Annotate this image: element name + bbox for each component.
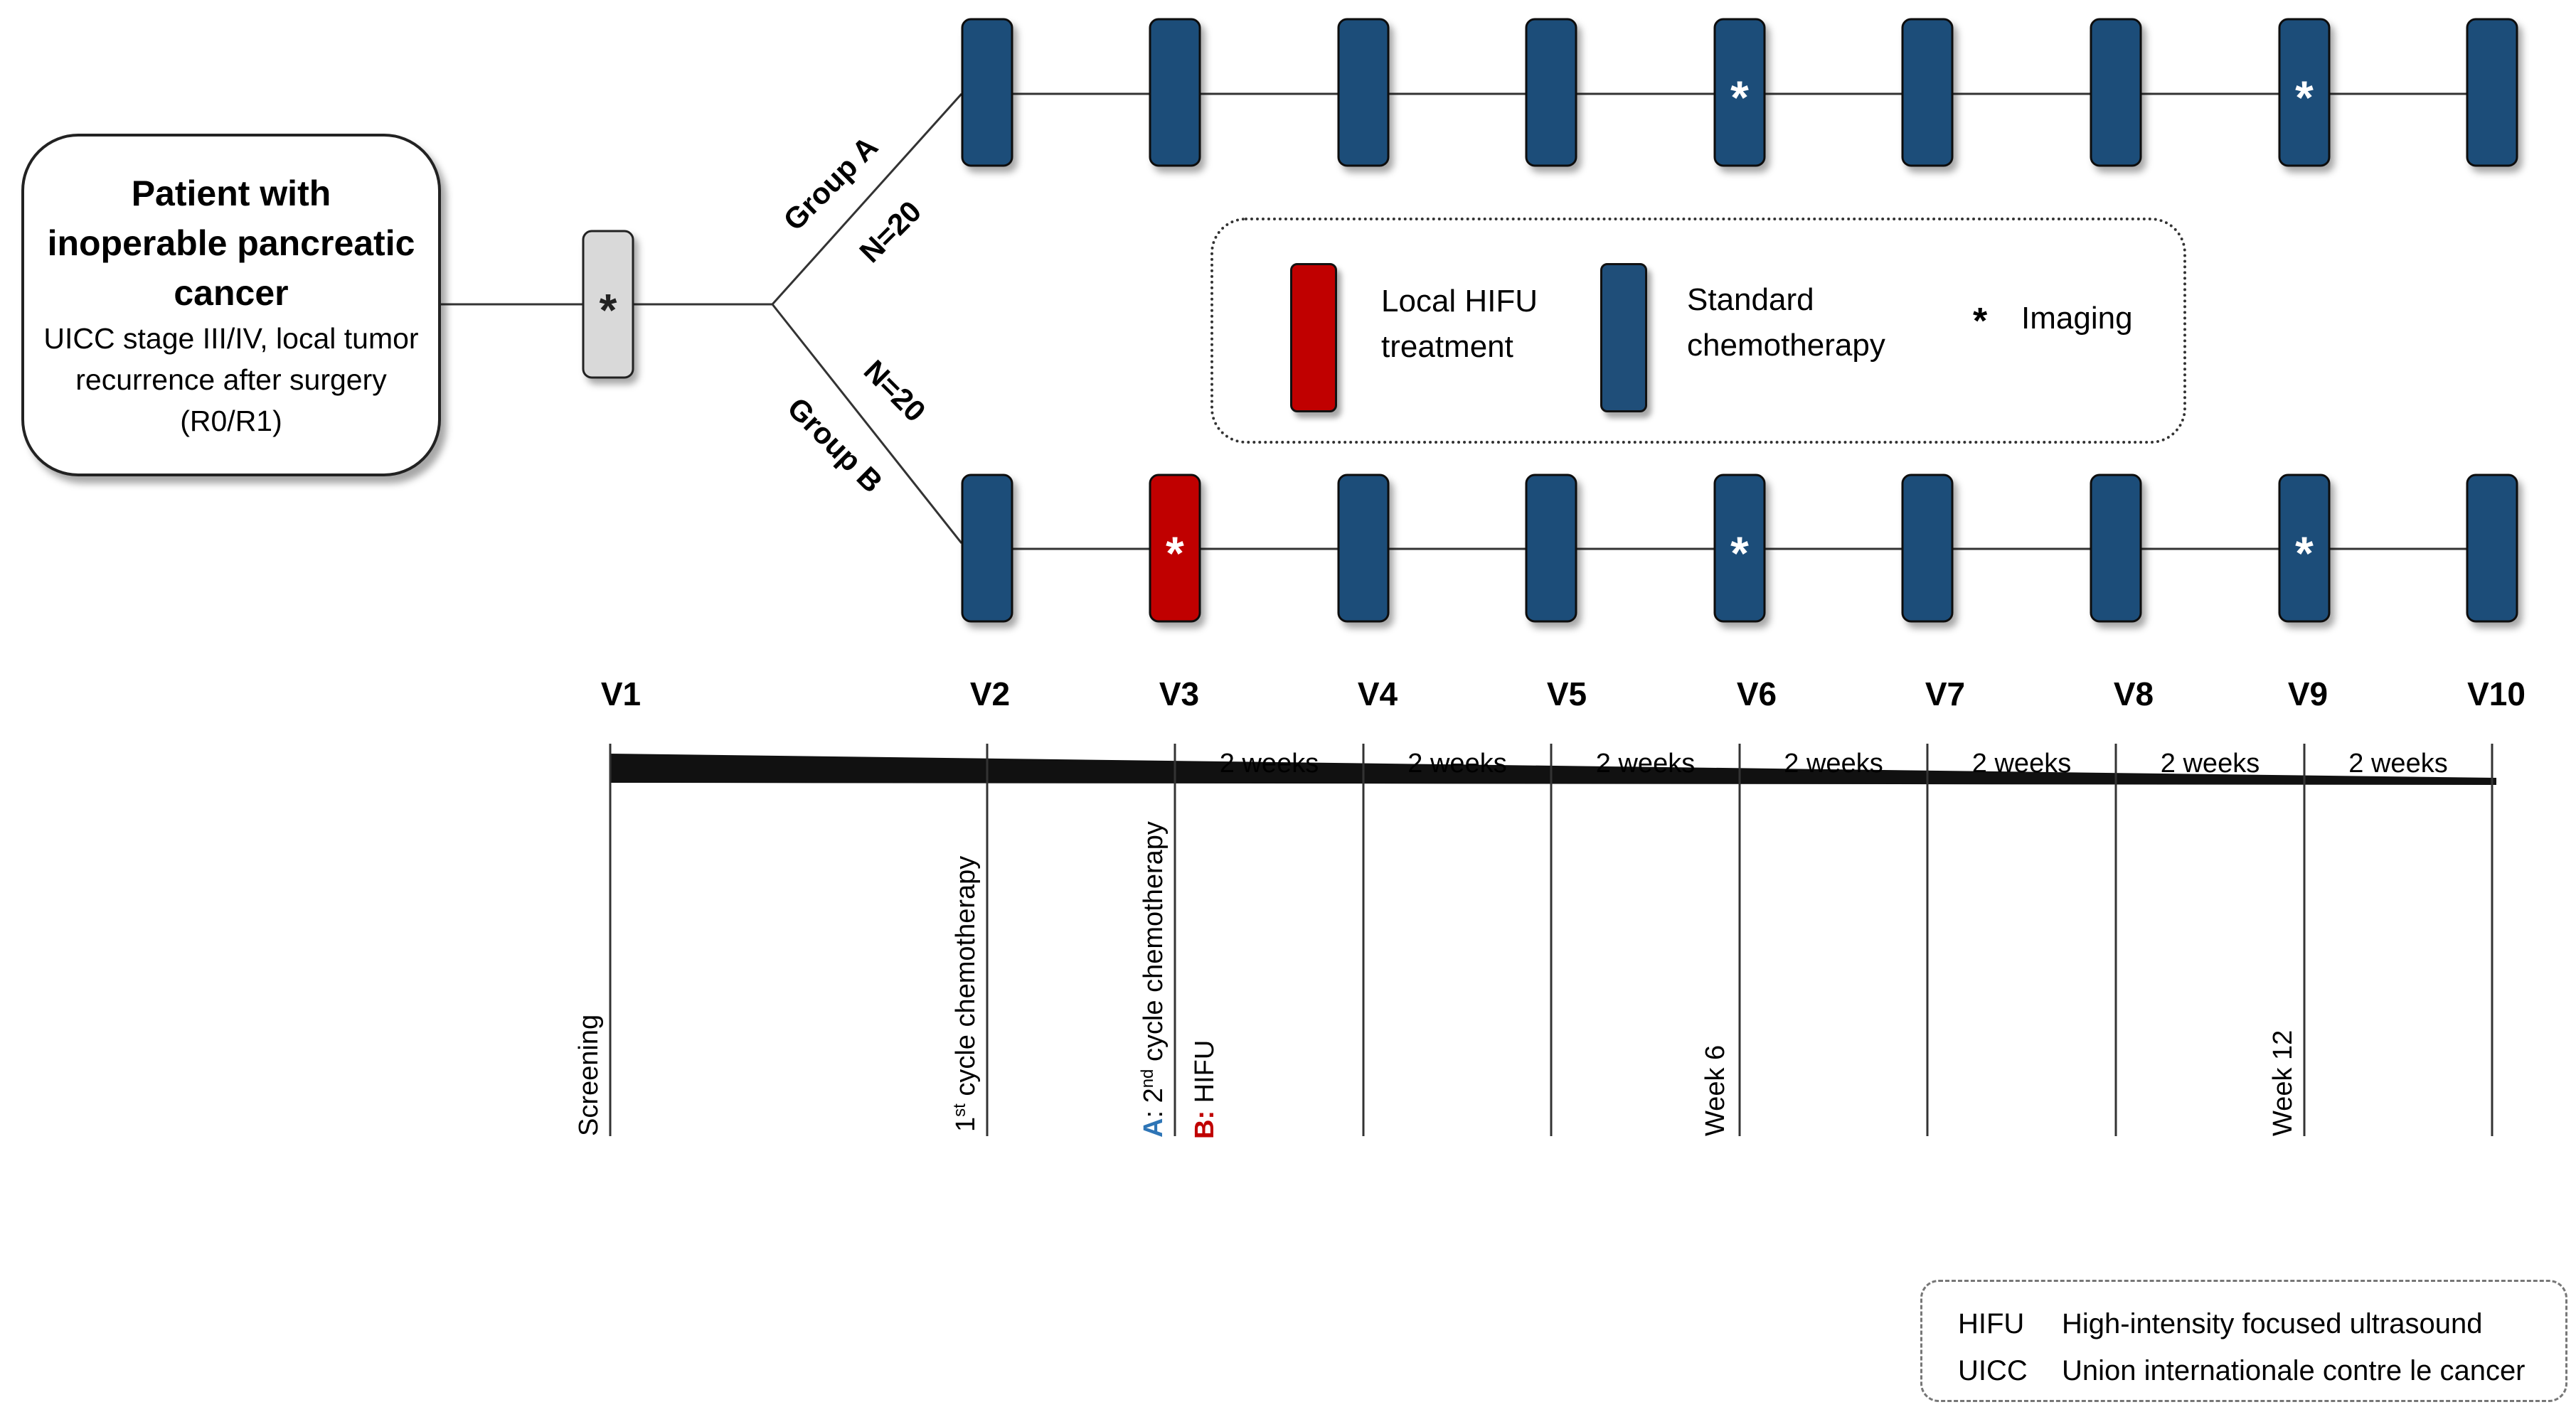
chemotherapy-box [1525,474,1577,623]
screening-imaging-mark: * [600,284,617,336]
imaging-mark: * [1730,527,1749,579]
chemotherapy-box [1337,18,1390,167]
abbreviation-term: UICC [1958,1355,2028,1386]
group-b-visit-box [1525,474,1577,623]
legend-chemo-swatch [1600,263,1647,412]
abbreviation-definition: High-intensity focused ultrasound [2062,1308,2483,1339]
group-b-visit-box: * [2278,474,2331,623]
chemotherapy-box [2466,18,2518,167]
interval-labels: 2 weeks 2 weeks 2 weeks 2 weeks 2 weeks 2 wee… [1220,749,2448,779]
legend: Local HIFU treatment Standard chemothera… [1210,218,2186,444]
chemotherapy-box [2090,474,2142,623]
group-a-visit-box [961,18,1013,167]
interval-label: 2 weeks [1220,749,1319,779]
patient-box: Patient with inoperable pancreatic cance… [21,134,441,476]
group-a-letter: A [1139,1118,1169,1138]
legend-chemo-label: Standard chemotherapy [1687,282,1885,363]
group-b-visit-box [961,474,1013,623]
visit-label-v6: V6 [1737,675,1777,712]
chemotherapy-box [1713,18,1766,167]
group-b-visit-box [1337,474,1390,623]
group-b-visit-box [2466,474,2518,623]
interval-label: 2 weeks [1407,749,1506,779]
chemotherapy-box [2278,474,2331,623]
visit-label-v1: V1 [601,675,641,712]
group-a-visit-box [1525,18,1577,167]
group-a-visit-box [2090,18,2142,167]
week6-label: Week 6 [1701,1045,1730,1136]
abbreviation-term: HIFU [1958,1308,2025,1339]
cycle1-label: 1st cycle chemotherapy [950,856,981,1132]
visit-label-v3: V3 [1159,675,1199,712]
abbreviation-row: HIFU High-intensity focused ultrasound [1958,1306,2482,1342]
chemotherapy-box [1337,474,1390,623]
group-a-visit-box: * [1713,18,1766,167]
group-a-visit-box [1901,18,1954,167]
chemotherapy-box [2090,18,2142,167]
interval-label: 2 weeks [1596,749,1695,779]
chemotherapy-box [1901,18,1954,167]
group-b-label: Group B [781,391,889,499]
group-b-visit-box: * [1713,474,1766,623]
group-a-n-label: N=20 [853,194,927,269]
chemotherapy-box [1713,474,1766,623]
interval-label: 2 weeks [1784,749,1883,779]
imaging-mark: * [2295,71,2314,124]
chemotherapy-box [961,18,1013,167]
group-b-visit-box [1901,474,1954,623]
group-b-n-label: N=20 [858,353,932,428]
screening-box: * [582,230,634,379]
group-a-visit-box [2466,18,2518,167]
abbreviation-row: UICC Union internationale contre le cance… [1958,1353,2526,1389]
timeline-bar [610,754,2496,785]
chemotherapy-box [961,474,1013,623]
patient-box-title: Patient with inoperable pancreatic cance… [47,173,415,313]
visit-label-v5: V5 [1547,675,1587,712]
branch-line-group-a [771,92,963,306]
visit-label-v8: V8 [2114,675,2154,712]
week12-label: Week 12 [2268,1030,2298,1136]
abbreviations-box: HIFU High-intensity focused ultrasound UI… [1920,1280,2567,1402]
interval-label: 2 weeks [2161,749,2260,779]
group-a-visit-box [1149,18,1201,167]
visit-label-v7: V7 [1925,675,1965,712]
patient-box-subtitle: UICC stage III/IV, local tumor recurrenc… [43,322,419,437]
visit-label-v2: V2 [970,675,1010,712]
timeline-ticks [609,744,2493,1136]
legend-hifu-label: Local HIFU treatment [1381,284,1538,364]
group-b-visit-box [2090,474,2142,623]
group-b-visit-box: * [1149,474,1201,623]
branch-line-group-b [771,304,963,544]
group-b-letter: B: [1190,1111,1220,1139]
imaging-mark: * [1730,71,1749,124]
cycle2-label: A: 2nd cycle chemotherapy [1138,821,1169,1138]
legend-imaging-symbol: * [1973,301,1988,342]
screening-label: Screening [574,1015,604,1136]
group-a-label: Group A [777,129,884,237]
chemotherapy-box [1525,18,1577,167]
group-a-treatment-boxes: ** [961,18,2518,167]
group-a-visit-box: * [2278,18,2331,167]
legend-imaging-label: Imaging [2021,301,2133,336]
chemotherapy-box [2466,474,2518,623]
chemotherapy-box [1149,18,1201,167]
visit-labels: V1 V2 V3 V4 V5 V6 V7 V8 V9 V10 [601,675,2526,712]
imaging-mark: * [2295,527,2314,579]
visit-label-v4: V4 [1358,675,1398,712]
abbreviation-definition: Union internationale contre le cancer [2062,1355,2526,1386]
visit-label-v10: V10 [2467,675,2526,712]
group-a-visit-box [1337,18,1390,167]
chemotherapy-box [1901,474,1954,623]
hifu-treatment-box [1149,474,1201,623]
imaging-mark: * [1166,527,1184,579]
visit-label-v9: V9 [2288,675,2328,712]
group-b-treatment-boxes: * * * [961,474,2518,623]
interval-label: 2 weeks [2348,749,2447,779]
legend-hifu-swatch [1290,263,1337,412]
chemotherapy-box [2278,18,2331,167]
hifu-label: B: HIFU [1190,1040,1220,1139]
interval-label: 2 weeks [1972,749,2071,779]
